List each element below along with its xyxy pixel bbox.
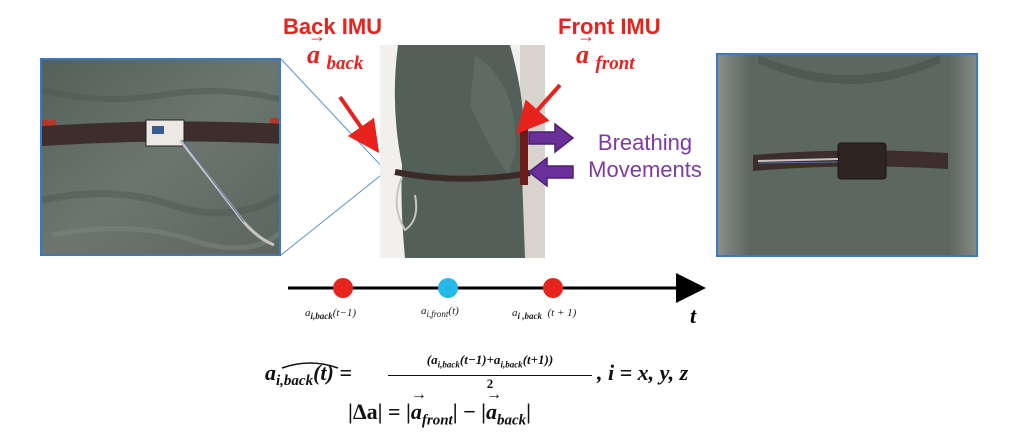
back-imu-label: Back IMU [283, 14, 383, 39]
breathing-line1: Breathing [597, 130, 693, 155]
timeline-label-back-next: ai ,back (t + 1) [512, 307, 577, 322]
front-vector-label: → a front [576, 26, 635, 75]
purple-arrows [527, 122, 575, 188]
eq2-end: | [526, 399, 531, 424]
eq2-front-sub: front [421, 412, 453, 429]
front-imu-label: Front IMU [558, 14, 661, 39]
timeline-axis-label: t [690, 303, 697, 328]
back-vector-sub: back [326, 53, 364, 75]
equation-delta: |Δa| = |→afront| − |→aback| [348, 386, 531, 429]
eq2-back-sub: back [496, 412, 527, 429]
eq2-mid: | − | [452, 399, 486, 424]
breathing-line2: Movements [588, 157, 702, 182]
eq1-denominator: 2 [486, 375, 494, 391]
back-imu-closeup-photo [40, 58, 281, 256]
eq1-lhs: a [265, 360, 276, 385]
timeline-point-front [438, 278, 458, 298]
eq1-fraction: (ai,back(t−1)+ai,back(t+1)) 2 [384, 352, 596, 392]
back-vector-base: a [307, 40, 320, 69]
sensor-cable [757, 158, 839, 162]
front-vector-base: a [576, 40, 589, 69]
sweater-back-illustration [42, 60, 279, 254]
red-arrow-back [338, 95, 380, 154]
purple-arrow-out [528, 122, 575, 154]
imu-sensor [837, 142, 887, 180]
breathing-movements-label: Breathing Movements [580, 129, 710, 183]
eq1-lhs-sub: i,back [276, 373, 314, 390]
eq1-rhs: , i = x, y, z [597, 360, 689, 385]
eq2-lhs: |Δa| = | [348, 399, 411, 424]
front-vector-sub: front [595, 53, 635, 75]
timeline-label-back-prev: ai,back(t−1) [305, 307, 357, 322]
side-view-photo [380, 45, 545, 258]
timeline-point-back-prev [333, 278, 353, 298]
red-arrow-front [516, 83, 562, 134]
strap [394, 169, 531, 182]
front-imu-closeup-photo [716, 53, 978, 257]
timeline-label-front: ai,front(t) [421, 305, 459, 320]
side-view-illustration [380, 45, 545, 258]
timeline-point-back-next [543, 278, 563, 298]
hat-icon [281, 362, 339, 369]
sweater-front-illustration [718, 55, 976, 255]
purple-arrow-in [527, 156, 574, 188]
back-vector-label: → a back [307, 26, 364, 75]
